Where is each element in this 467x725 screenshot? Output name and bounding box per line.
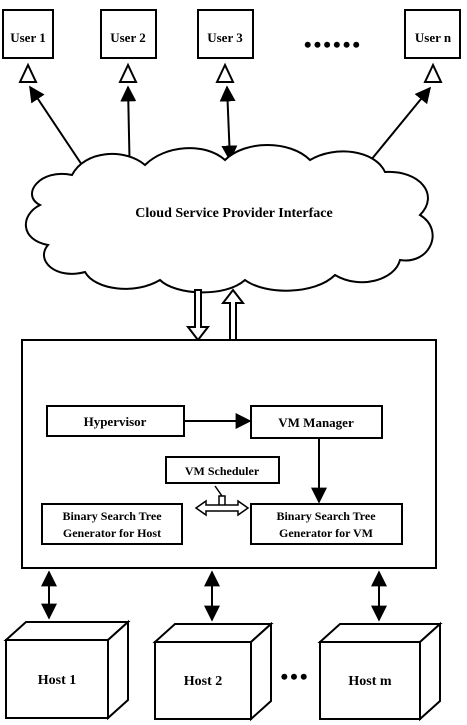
bst-host-box: Binary Search Tree Generator for Host — [41, 503, 183, 545]
bst-vm-line1: Binary Search Tree — [276, 509, 376, 523]
scheduler-tri-arrow — [194, 485, 250, 517]
user-node-n: User n — [404, 9, 461, 83]
vm-scheduler-box: VM Scheduler — [165, 456, 280, 484]
user-label: User 1 — [10, 30, 46, 45]
hosts-ellipsis: ••• — [280, 664, 309, 689]
bst-vm-box: Binary Search Tree Generator for VM — [250, 503, 403, 545]
user-label: User n — [415, 30, 452, 45]
user-label: User 2 — [110, 30, 146, 45]
host-node-1: Host 1 — [3, 619, 131, 721]
hypervisor-label: Hypervisor — [84, 414, 147, 429]
host-node-m: Host m — [317, 621, 443, 722]
vm-manager-box: VM Manager — [250, 405, 383, 439]
users-ellipsis: •••••• — [304, 32, 362, 57]
cloud-service-provider: Cloud Service Provider Interface — [24, 144, 434, 294]
vm-scheduler-label: VM Scheduler — [185, 464, 260, 478]
bst-host-line2: Generator for Host — [63, 526, 161, 540]
host-node-2: Host 2 — [152, 621, 274, 722]
user-label: User 3 — [207, 30, 243, 45]
user-node-3: User 3 — [197, 9, 254, 83]
user-node-2: User 2 — [100, 9, 157, 83]
user-node-1: User 1 — [2, 9, 54, 83]
vm-manager-label: VM Manager — [278, 415, 354, 430]
bst-host-line1: Binary Search Tree — [62, 509, 162, 523]
host-label: Host 1 — [38, 673, 77, 688]
down-arrow — [185, 289, 211, 342]
hypervisor-box: Hypervisor — [46, 405, 185, 437]
cloud-label: Cloud Service Provider Interface — [135, 206, 332, 221]
bst-vm-line2: Generator for VM — [279, 526, 373, 540]
host-label: Host 2 — [184, 674, 223, 689]
cloud-datacenter-arrows — [185, 288, 246, 342]
datacenter-host-arrows — [41, 570, 387, 622]
up-arrow — [220, 288, 246, 341]
host-label: Host m — [348, 674, 392, 689]
